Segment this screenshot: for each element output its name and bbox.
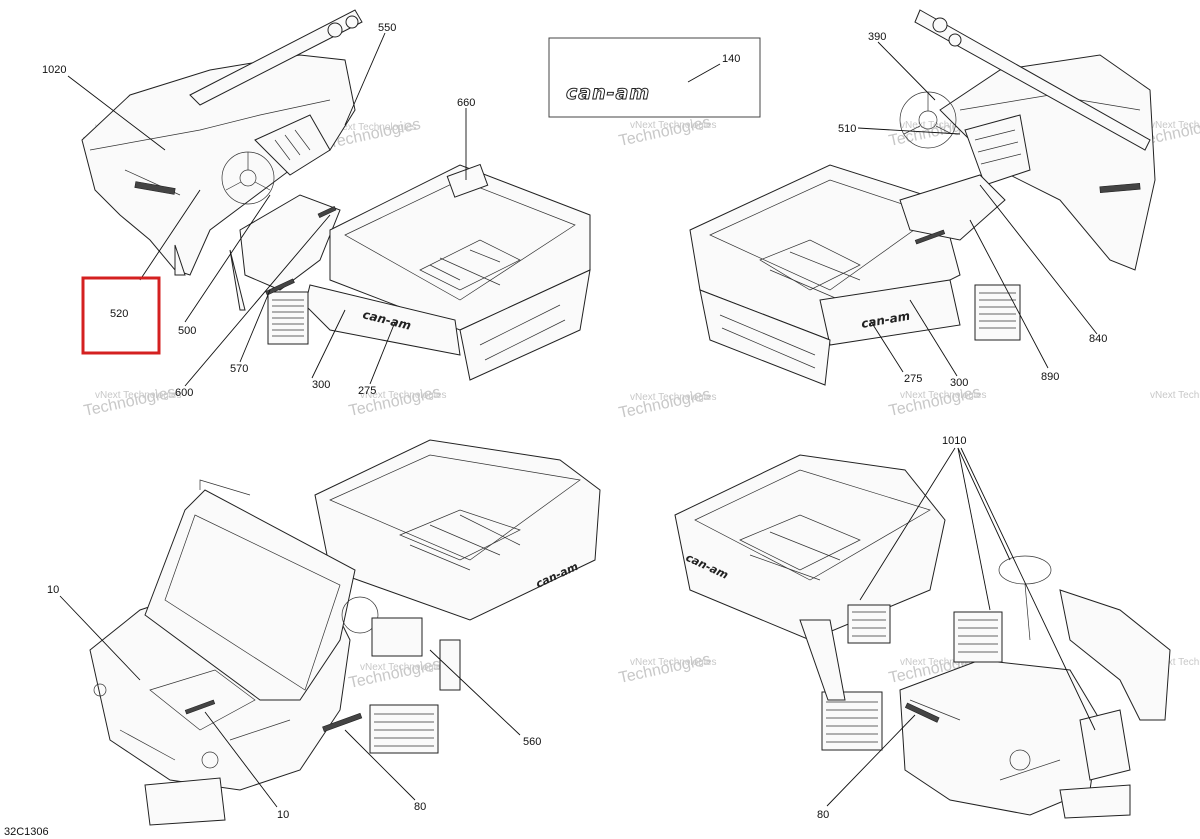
cargo-box [314,439,601,621]
view-bottom-right: can-am [674,454,1171,819]
battery [953,611,1003,663]
watermark: vNext Technologies [900,390,987,401]
decal-panel-140: can-am 140 [548,37,761,118]
callout-390[interactable]: 390 [868,31,886,43]
decal-frame [548,37,761,118]
decal-strip [322,712,363,733]
decal-660 [446,163,489,198]
decal-strip [184,699,216,715]
console [899,174,1006,241]
brand-decal-outline: can-am [566,82,650,104]
callout-840[interactable]: 840 [1089,333,1107,345]
view-bottom-left: can-am [89,439,601,826]
watermark: vNext Technologies [630,657,717,668]
cargo-underside [699,289,831,386]
watermark: vNext Technologies [360,662,447,673]
callout-660[interactable]: 660 [457,97,475,109]
callout-10[interactable]: 10 [277,809,289,821]
callout-570[interactable]: 570 [230,363,248,375]
steering-wheel [998,555,1052,585]
dashboard [964,114,1031,186]
callout-140: 140 [722,53,740,65]
console [239,194,341,291]
callout-275[interactable]: 275 [358,385,376,397]
callout-1010[interactable]: 1010 [942,435,966,447]
headlight [201,751,219,769]
watermark: vNext Technologies [900,120,987,131]
battery [821,691,883,751]
support-bracket [799,619,846,701]
watermark: vNext Technologies [630,120,717,131]
callout-600[interactable]: 600 [175,387,193,399]
view-top-right: can-am [689,9,1156,386]
front-body-panel [939,54,1156,271]
light-pod [948,33,962,47]
callout-560[interactable]: 560 [523,736,541,748]
watermark: vNext Technologies [900,657,987,668]
headlight-strip [134,181,176,195]
windshield-bar [189,9,363,106]
decal-strip [914,229,946,245]
rear-battery [1079,709,1131,781]
tailgate [819,279,961,346]
light-pod [345,15,359,29]
view-top-left: can-am [81,9,591,381]
watermark: vNext Technologies [1150,657,1200,668]
cargo-box [674,454,946,641]
callouts: 1020 550 660 390 510 520 500 600 570 300… [42,22,1107,821]
callout-80[interactable]: 80 [414,801,426,813]
light-pod [327,22,343,38]
cargo-underside [459,269,591,381]
drawing-code: 32C1306 [4,826,49,838]
callout-80[interactable]: 80 [817,809,829,821]
callout-890[interactable]: 890 [1041,371,1059,383]
windshield-bar [914,9,1151,151]
headlight-strip [1099,182,1141,194]
battery [974,284,1021,341]
light-pod [932,17,948,33]
decal-strip [317,205,337,219]
watermark: vNext Technologies [1150,120,1200,131]
front-bumper [1059,784,1131,819]
callout-10[interactable]: 10 [47,584,59,596]
windshield [144,489,356,701]
fender [1059,589,1171,721]
leader-lines [59,32,1098,808]
callout-550[interactable]: 550 [378,22,396,34]
decal-strip [265,278,295,296]
watermark: vNext Technologies [630,392,717,403]
battery [847,604,891,644]
headlight [1009,749,1031,771]
headlight [93,683,107,697]
steering-wheel [341,596,379,634]
watermark: vNext Technologies [360,390,447,401]
highlight-box-520 [81,276,161,355]
callout-300[interactable]: 300 [312,379,330,391]
front-bumper [144,777,226,826]
watermark: vNext Technologies [1150,390,1200,401]
watermark: vNext Technologies [95,390,182,401]
decal-strip [904,702,940,723]
callout-510[interactable]: 510 [838,123,856,135]
battery [369,704,439,754]
callout-500[interactable]: 500 [178,325,196,337]
callout-300[interactable]: 300 [950,377,968,389]
callout-520[interactable]: 520 [110,308,128,320]
callout-275[interactable]: 275 [904,373,922,385]
battery-shelf [371,617,423,657]
callout-1020[interactable]: 1020 [42,64,66,76]
watermark: vNext Technologies [330,122,417,133]
